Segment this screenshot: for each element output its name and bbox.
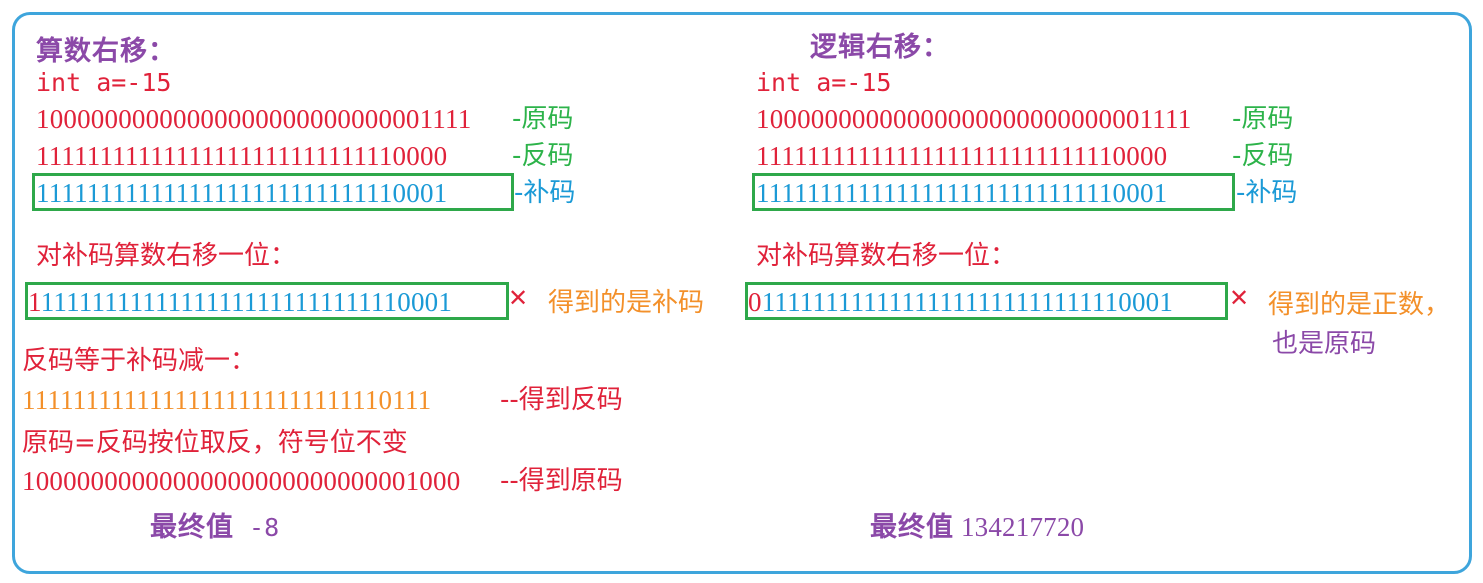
left-minus-label: --得到反码 [500, 385, 623, 415]
right-shift-box [745, 282, 1228, 320]
right-complement-label: -补码 [1236, 178, 1298, 208]
left-shift-title: 对补码算数右移一位： [36, 241, 297, 271]
right-inverse-label: -反码 [1232, 141, 1294, 171]
left-final-value: -8 [234, 513, 280, 542]
left-title: 算数右移： [36, 36, 176, 67]
left-shift-dropped-bit: 1 [438, 287, 453, 317]
left-shift-result: 111111111111111111111111111110001 [28, 289, 452, 316]
right-original-bits: 10000000000000000000000000001111 [756, 104, 1192, 134]
left-complement-box [32, 173, 514, 211]
right-declaration: int a=-15 [756, 68, 892, 97]
right-complement-bits: 11111111111111111111111111110001 [756, 178, 1168, 208]
right-shift-bits: 1111111111111111111111111111000 [761, 287, 1160, 317]
left-declaration: int a=-15 [36, 68, 172, 97]
left-shift-sign-bit: 1 [28, 287, 41, 317]
right-final: 最终值 134217720 [870, 512, 1085, 543]
left-complement-bits: 11111111111111111111111111110001 [36, 178, 448, 208]
right-shift-title: 对补码算数右移一位： [756, 241, 1017, 271]
left-result-label: --得到原码 [500, 466, 623, 496]
right-final-value: 134217720 [954, 512, 1085, 542]
left-final: 最终值 -8 [150, 514, 279, 541]
left-inverse-bits: 11111111111111111111111111110000 [36, 141, 448, 171]
left-minus-bits: 11111111111111111111111111110111 [22, 385, 432, 415]
left-shift-bits: 1111111111111111111111111111000 [40, 287, 439, 317]
right-shift-sign-bit: 0 [748, 287, 762, 317]
right-final-label: 最终值 [870, 512, 954, 543]
right-shift-result: 011111111111111111111111111110001 [748, 289, 1173, 316]
left-complement-label: -补码 [514, 178, 576, 208]
left-shift-note: 得到的是补码 [548, 288, 705, 318]
left-original-label: -原码 [512, 104, 574, 134]
right-original-label: -原码 [1232, 104, 1294, 134]
left-final-label: 最终值 [150, 512, 234, 543]
left-original-rule: 原码=反码按位取反，符号位不变 [22, 428, 408, 458]
left-result-bits: 10000000000000000000000000001000 [22, 466, 461, 496]
left-inverse-label: -反码 [512, 141, 574, 171]
right-shift-note-1: 得到的是正数， [1268, 290, 1451, 320]
right-shift-note-2: 也是原码 [1272, 329, 1377, 359]
right-inverse-bits: 11111111111111111111111111110000 [756, 141, 1168, 171]
cross-mark-icon: ✕ [508, 284, 529, 312]
cross-mark-icon: ✕ [1229, 284, 1250, 312]
left-original-bits: 10000000000000000000000000001111 [36, 104, 472, 134]
right-shift-dropped-bit: 1 [1159, 287, 1174, 317]
right-complement-box [752, 173, 1235, 211]
diagram-frame [12, 12, 1472, 574]
left-shift-box [25, 282, 509, 320]
left-minus-title: 反码等于补码减一： [22, 346, 257, 376]
right-title: 逻辑右移： [810, 32, 950, 63]
